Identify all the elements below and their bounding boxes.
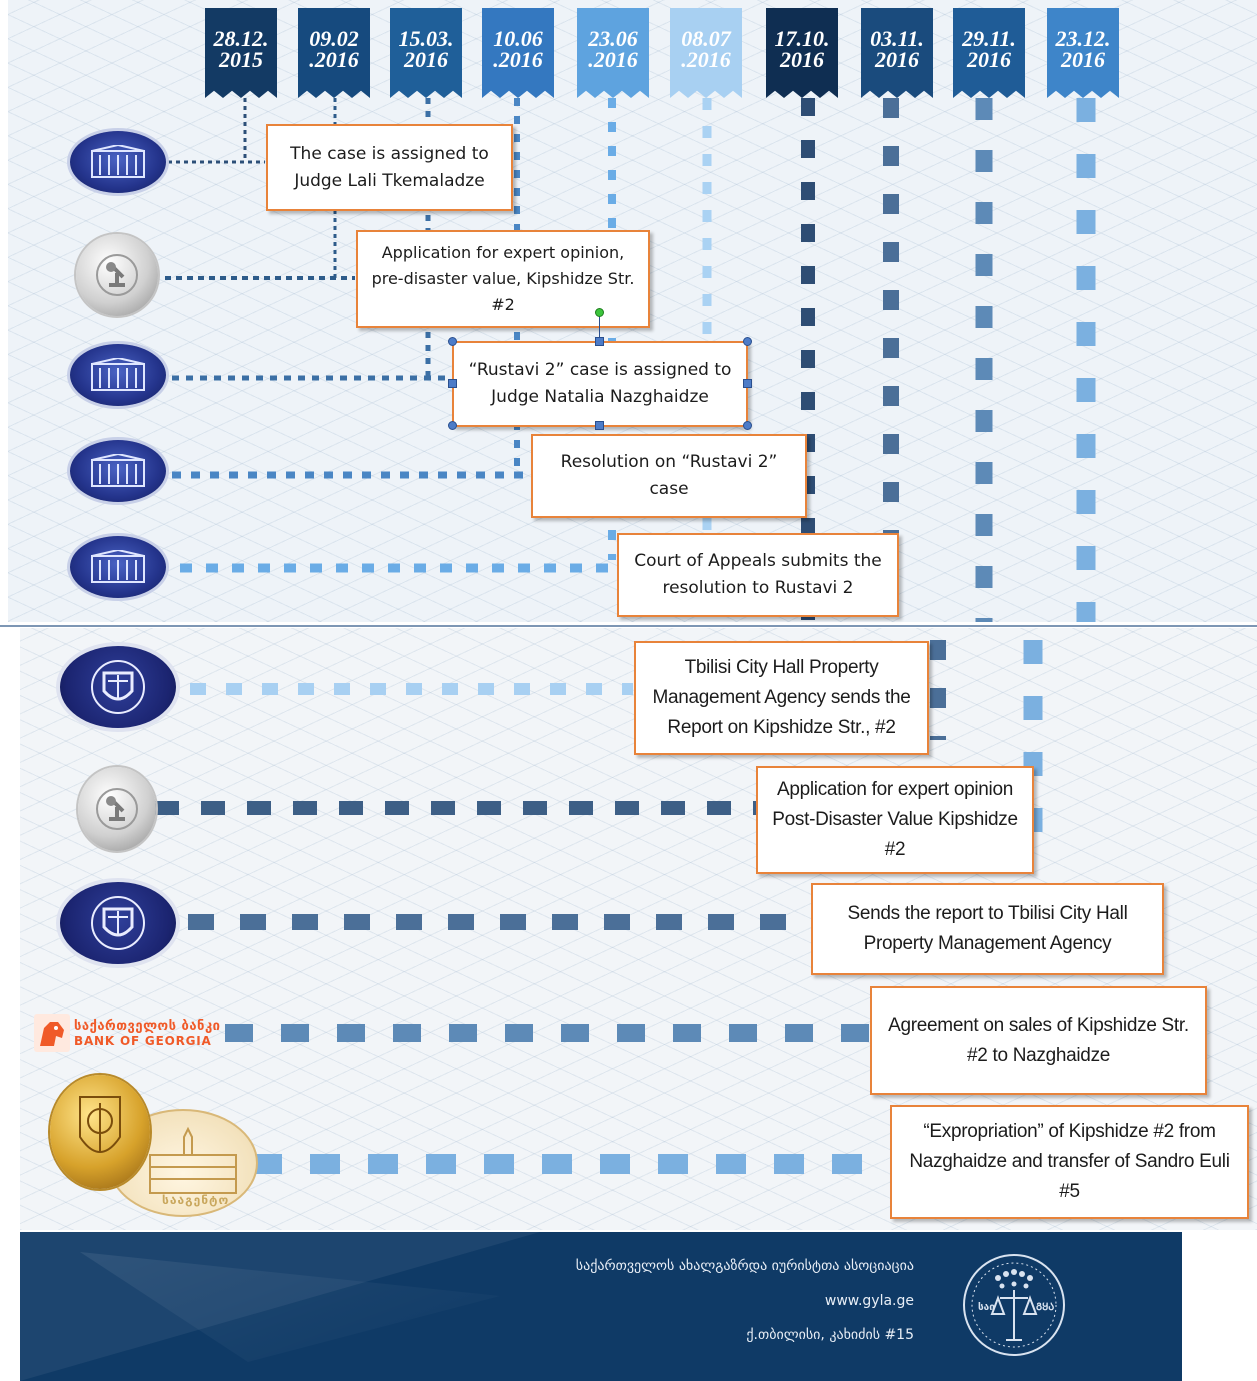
court-building-seal-icon — [70, 344, 166, 406]
lion-icon — [34, 1014, 70, 1052]
svg-text:ᲒᲧᲐ: ᲒᲧᲐ — [1036, 1302, 1054, 1313]
event-text-4: Resolution on “Rustavi 2” case — [560, 452, 778, 499]
court-building-seal-icon — [70, 131, 166, 193]
event-box-6[interactable]: Tbilisi City Hall Property Management Ag… — [634, 641, 929, 755]
footer-banner: საქართველოს ახალგაზრდა იურისტთა ასოციაცი… — [20, 1232, 1182, 1381]
event-text-1: The case is assigned to Judge Lali Tkema… — [290, 143, 489, 191]
event-box-9[interactable]: Agreement on sales of Kipshidze Str. #2 … — [870, 986, 1207, 1095]
event-text-9: Agreement on sales of Kipshidze Str. #2 … — [888, 1014, 1189, 1066]
event-text-8: Sends the report to Tbilisi City Hall Pr… — [847, 903, 1128, 954]
selection-handle[interactable] — [743, 337, 752, 346]
registry-label: სააგენტო — [162, 1193, 230, 1207]
date-flag-5: 23.06.2016 — [577, 8, 649, 98]
event-text-7: Application for expert opinion Post-Disa… — [772, 779, 1018, 860]
date-flag-1: 28.12.2015 — [205, 8, 277, 98]
rotation-stem — [599, 316, 600, 338]
event-box-5[interactable]: Court of Appeals submits the resolution … — [617, 533, 899, 617]
event-box-4[interactable]: Resolution on “Rustavi 2” case — [531, 434, 807, 518]
event-box-10[interactable]: “Expropriation” of Kipshidze #2 from Naz… — [890, 1105, 1249, 1219]
city-hall-agency-seal-icon — [60, 646, 176, 728]
event-text-2: Application for expert opinion, pre-disa… — [371, 243, 635, 314]
event-text-5: Court of Appeals submits the resolution … — [634, 551, 882, 598]
gold-coat-of-arms — [50, 1075, 150, 1189]
selection-handle[interactable] — [448, 379, 457, 388]
city-hall-agency-seal-icon — [60, 882, 176, 964]
date-flag-4: 10.06.2016 — [482, 8, 554, 98]
court-building-seal-icon — [70, 536, 166, 598]
event-text-10: “Expropriation” of Kipshidze #2 from Naz… — [909, 1121, 1230, 1202]
timeline-panel-top — [8, 0, 1257, 622]
footer-website[interactable]: www.gyla.ge — [824, 1293, 914, 1309]
event-box-8[interactable]: Sends the report to Tbilisi City Hall Pr… — [811, 883, 1164, 975]
date-flag-6: 08.07.2016 — [670, 8, 742, 98]
event-box-2[interactable]: Application for expert opinion, pre-disa… — [356, 230, 650, 328]
svg-text:საი: საი — [978, 1301, 995, 1313]
footer-org-name: საქართველოს ახალგაზრდა იურისტთა ასოციაცი… — [575, 1258, 914, 1274]
court-building-seal-icon — [70, 440, 166, 502]
bank-name-georgian: საქართველოს ბანკი — [74, 1018, 221, 1034]
selection-handle[interactable] — [448, 337, 457, 346]
rotation-handle[interactable] — [595, 308, 604, 317]
forensic-expertise-seal-icon — [78, 767, 156, 851]
selection-handle[interactable] — [595, 337, 604, 346]
event-box-1[interactable]: The case is assigned to Judge Lali Tkema… — [266, 124, 513, 211]
public-registry-seal-icon: სააგენტო — [50, 1075, 258, 1217]
event-box-7[interactable]: Application for expert opinion Post-Disa… — [756, 766, 1034, 874]
date-flag-7: 17.10.2016 — [766, 8, 838, 98]
date-flag-3: 15.03.2016 — [390, 8, 462, 98]
event-text-6: Tbilisi City Hall Property Management Ag… — [652, 657, 911, 738]
selection-handle[interactable] — [743, 421, 752, 430]
date-flag-2: 09.02.2016 — [298, 8, 370, 98]
event-box-3[interactable]: “Rustavi 2” case is assigned to Judge Na… — [452, 341, 748, 427]
forensic-expertise-seal-icon — [76, 234, 158, 316]
bank-of-georgia-logo: საქართველოს ბანკი BANK OF GEORGIA — [34, 1012, 224, 1054]
date-flag-9: 29.11.2016 — [953, 8, 1025, 98]
selection-handle[interactable] — [448, 421, 457, 430]
panel-separator — [0, 625, 1257, 627]
footer-address: ქ.თბილისი, კახიძის #15 — [746, 1327, 914, 1343]
bank-name-english: BANK OF GEORGIA — [74, 1033, 212, 1048]
selection-handle[interactable] — [743, 379, 752, 388]
selection-handle[interactable] — [595, 421, 604, 430]
date-flag-8: 03.11.2016 — [861, 8, 933, 98]
gyla-logo: საი ᲒᲧᲐ — [963, 1254, 1065, 1356]
date-flag-10: 23.12.2016 — [1047, 8, 1119, 98]
event-text-3: “Rustavi 2” case is assigned to Judge Na… — [468, 360, 732, 407]
